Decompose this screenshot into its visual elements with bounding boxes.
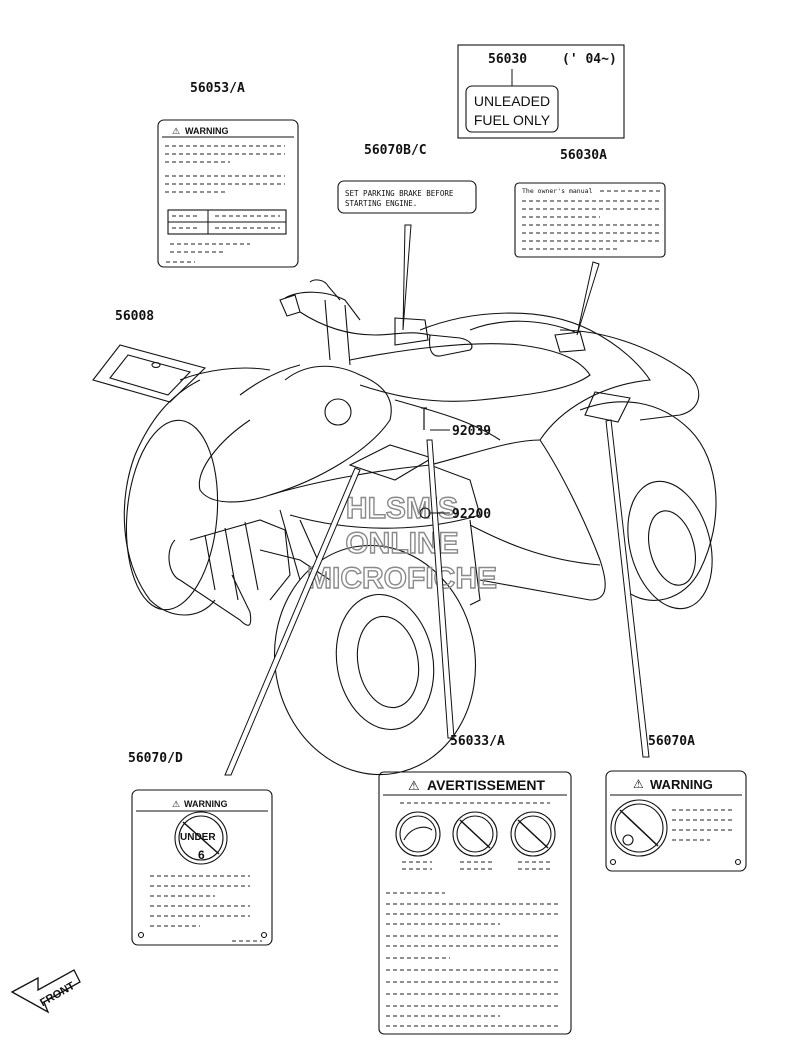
part-number-56030: 56030	[488, 52, 527, 67]
part-number-56070d: 56070/D	[128, 751, 183, 766]
label-56070bc: 56070B/C SET PARKING BRAKE BEFORE STARTI…	[337, 143, 477, 214]
warning-triangle-icon: ⚠	[172, 799, 180, 809]
label-56070d: 56070/D ⚠ WARNING UNDER 6	[128, 751, 273, 946]
avertissement-title: AVERTISSEMENT	[427, 777, 545, 793]
text-lines-56053	[165, 145, 285, 193]
watermark-line-2: ONLINE	[345, 527, 458, 560]
part-number-56070bc: 56070B/C	[364, 143, 427, 158]
age-number: 6	[198, 848, 205, 862]
warning-56070d: WARNING	[184, 799, 228, 809]
label-56070a: 56070A ⚠ WARNING	[605, 734, 747, 872]
warning-triangle-icon: ⚠	[408, 778, 420, 793]
label-56030a: 56030A The owner's manual	[514, 148, 666, 258]
part-number-56033: 56033/A	[450, 734, 505, 749]
under-text: UNDER	[180, 832, 216, 843]
atv-drawing	[123, 279, 717, 776]
part-number-56053: 56053/A	[190, 81, 245, 96]
part-number-56030a: 56030A	[560, 148, 607, 163]
year-range: (' 04~)	[562, 52, 617, 67]
unleaded-text: UNLEADED	[474, 93, 550, 109]
watermark-line-3: MICROFICHE	[307, 562, 497, 595]
parking-brake-text-2: STARTING ENGINE.	[345, 199, 417, 208]
parking-brake-text-1: SET PARKING BRAKE BEFORE	[345, 189, 454, 198]
fuel-only-text: FUEL ONLY	[474, 112, 551, 128]
part-number-92200: 92200	[452, 507, 491, 522]
warning-56070a: WARNING	[650, 777, 713, 792]
warning-56053: WARNING	[185, 126, 229, 136]
warning-triangle-icon: ⚠	[633, 777, 644, 791]
label-56033: 56033/A ⚠ AVERTISSEMENT	[378, 734, 572, 1035]
front-arrow: FRONT	[10, 969, 81, 1014]
part-number-92039: 92039	[452, 424, 491, 439]
part-number-56070a: 56070A	[648, 734, 695, 749]
owners-manual-text: The owner's manual	[522, 187, 593, 195]
label-56053: 56053/A ⚠ WARNING	[157, 81, 299, 268]
watermark-line-1: HLSM'S	[346, 492, 458, 525]
text-lines-56033	[386, 892, 560, 1027]
leader-lines	[224, 69, 650, 776]
part-number-56008: 56008	[115, 309, 154, 324]
label-56008: 56008	[92, 309, 207, 403]
label-56030: 56030 (' 04~) UNLEADED FUEL ONLY	[457, 44, 625, 139]
watermark: HLSM'S ONLINE MICROFICHE	[306, 491, 497, 595]
warning-triangle-icon: ⚠	[172, 126, 180, 136]
